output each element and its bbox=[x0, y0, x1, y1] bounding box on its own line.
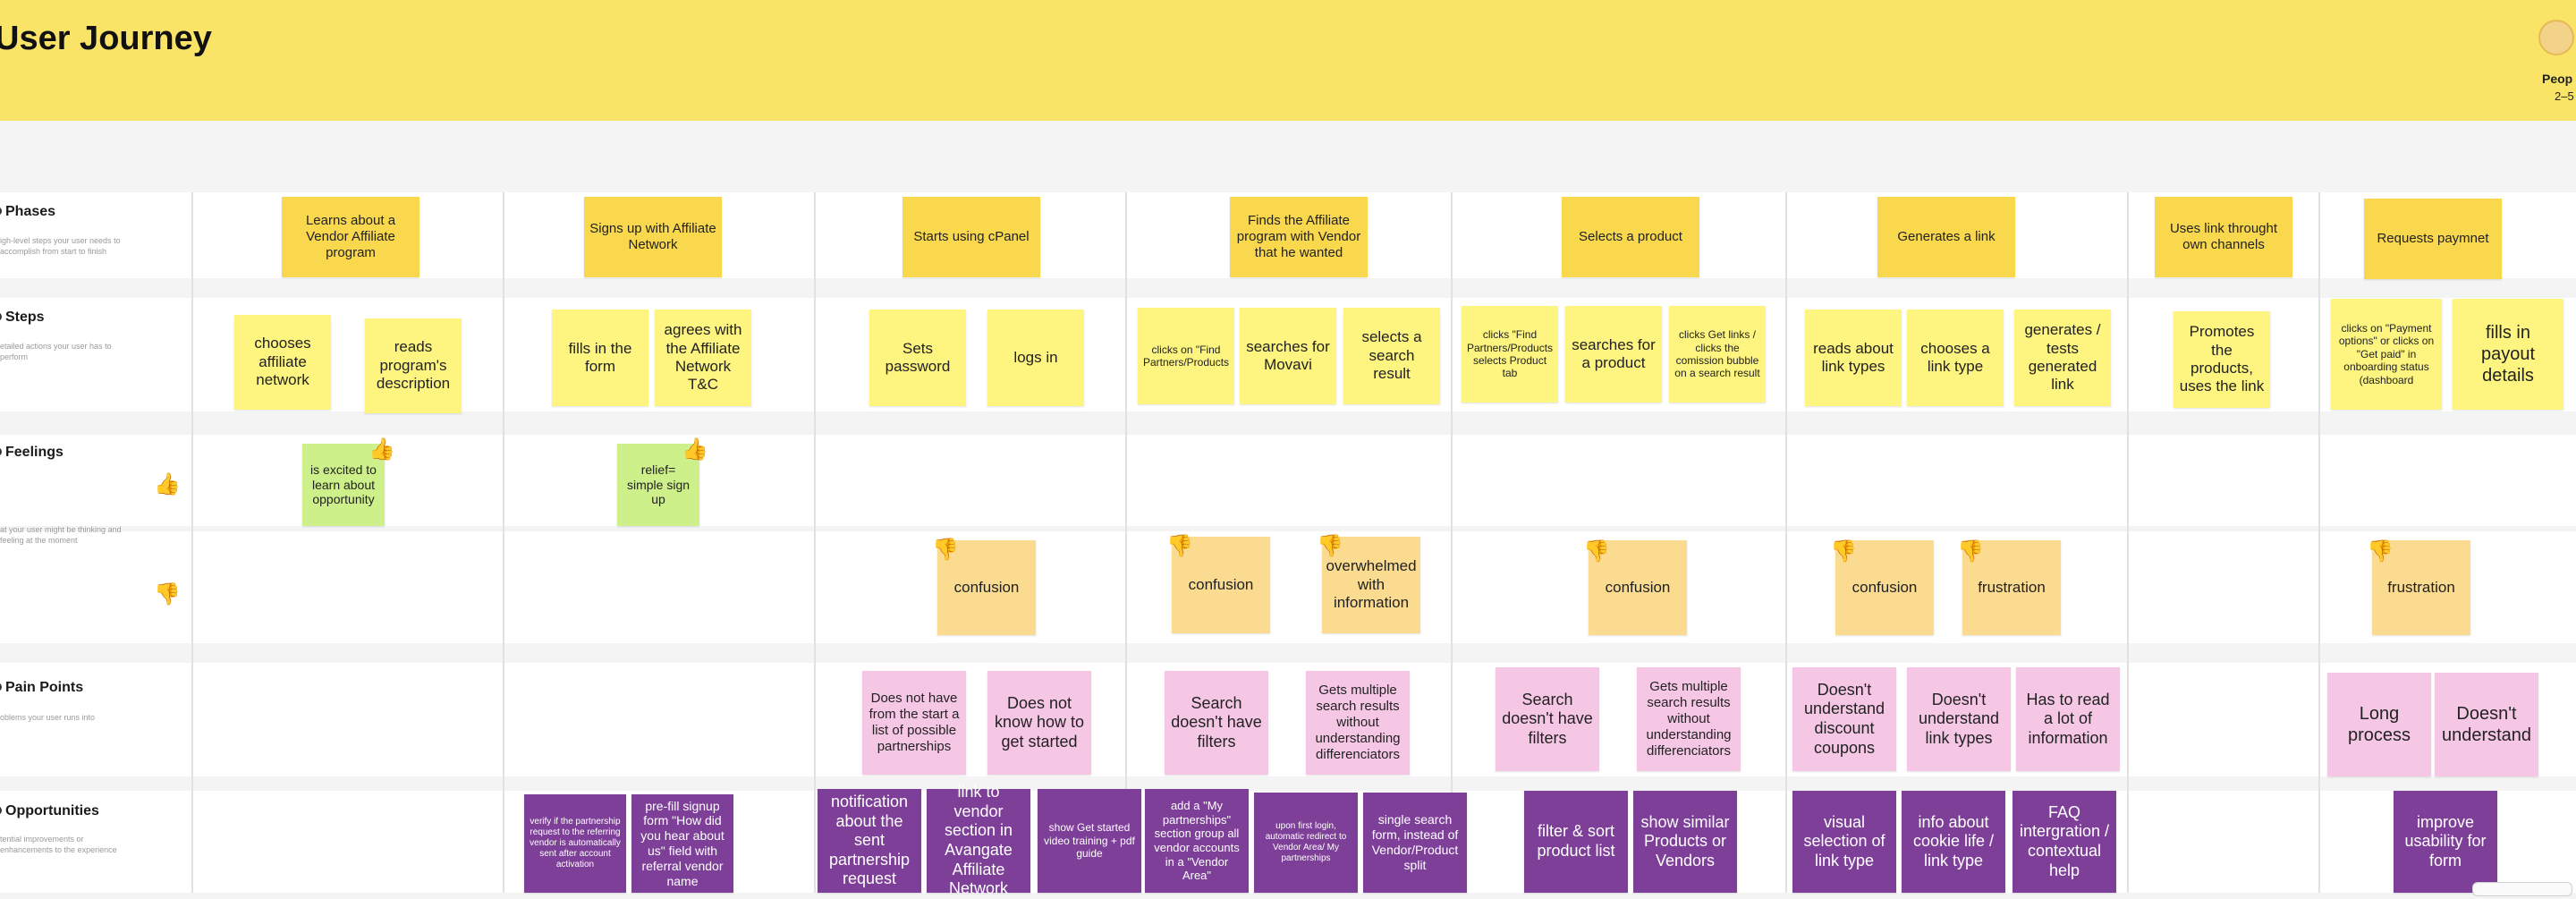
pain-points-label: Pain Points bbox=[0, 680, 84, 695]
column-divider bbox=[814, 192, 816, 893]
opportunity-sticky[interactable]: visual selection of link type bbox=[1792, 791, 1896, 893]
opportunity-sticky[interactable]: info about cookie life / link type bbox=[1902, 791, 2005, 893]
minimap-control[interactable] bbox=[2472, 882, 2572, 896]
phase-sticky[interactable]: Starts using cPanel bbox=[902, 197, 1040, 277]
step-sticky[interactable]: chooses affiliate network bbox=[234, 315, 331, 410]
thumbs-down-icon: 👎 bbox=[2367, 539, 2394, 564]
pain-point-sticky[interactable]: Does not know how to get started bbox=[987, 671, 1091, 775]
negative-feeling-sticky[interactable]: confusion bbox=[1835, 540, 1934, 635]
opportunity-sticky[interactable]: pre-fill signup form "How did you hear a… bbox=[631, 794, 733, 893]
step-sticky[interactable]: generates / tests generated link bbox=[2014, 310, 2111, 406]
feelings-label: Feelings bbox=[0, 445, 64, 460]
pain-points-lane bbox=[0, 663, 2576, 776]
negative-feeling-sticky[interactable]: confusion bbox=[937, 540, 1036, 635]
positive-feeling-sticky[interactable]: relief= simple sign up bbox=[617, 444, 699, 526]
step-sticky[interactable]: fills in the form bbox=[552, 310, 648, 406]
opportunity-sticky[interactable]: improve usability for form bbox=[2394, 791, 2497, 893]
board-title: User Journey bbox=[0, 20, 212, 57]
feelings-good-lane bbox=[0, 435, 2576, 526]
negative-feeling-sticky[interactable]: frustration bbox=[2372, 540, 2470, 635]
thumbs-up-icon: 👍 bbox=[369, 437, 395, 462]
step-sticky[interactable]: searches for a product bbox=[1565, 306, 1662, 403]
phase-sticky[interactable]: Signs up with Affiliate Network bbox=[584, 197, 722, 277]
pain-points-description: oblems your user runs into bbox=[0, 713, 96, 722]
column-divider bbox=[2127, 192, 2129, 893]
negative-feeling-sticky[interactable]: overwhelmed with information bbox=[1322, 537, 1420, 633]
steps-label: Steps bbox=[0, 310, 45, 325]
thumbs-down-icon: 👎 bbox=[1957, 539, 1984, 564]
step-sticky[interactable]: fills in payout details bbox=[2453, 299, 2563, 410]
step-sticky[interactable]: chooses a link type bbox=[1907, 310, 2004, 406]
phases-label: Phases bbox=[0, 204, 56, 219]
opportunity-sticky[interactable]: show similar Products or Vendors bbox=[1633, 791, 1737, 893]
thumbs-down-icon: 👎 bbox=[1166, 534, 1193, 558]
step-sticky[interactable]: agrees with the Affiliate Network T&C bbox=[655, 310, 751, 406]
pain-point-sticky[interactable]: Search doesn't have filters bbox=[1165, 671, 1268, 775]
step-sticky[interactable]: Promotes the products, uses the link bbox=[2174, 311, 2270, 408]
phase-sticky[interactable]: Selects a product bbox=[1562, 197, 1699, 277]
feelings-bad-lane bbox=[0, 531, 2576, 643]
opportunity-sticky[interactable]: FAQ intergration / contextual help bbox=[2012, 791, 2116, 893]
column-divider bbox=[1785, 192, 1787, 893]
column-divider bbox=[1125, 192, 1127, 893]
opportunity-sticky[interactable]: notification about the sent partnership … bbox=[818, 789, 921, 893]
opportunities-description: tential improvements or enhancements to … bbox=[0, 835, 117, 854]
phase-sticky[interactable]: Finds the Affiliate program with Vendor … bbox=[1230, 197, 1368, 277]
pain-point-sticky[interactable]: Gets multiple search results without und… bbox=[1306, 671, 1410, 775]
opportunity-sticky[interactable]: add a "My partnerships" section group al… bbox=[1145, 789, 1249, 893]
phase-sticky[interactable]: Requests paymnet bbox=[2364, 199, 2502, 279]
pain-point-sticky[interactable]: Doesn't understand bbox=[2435, 673, 2538, 776]
step-sticky[interactable]: searches for Movavi bbox=[1240, 308, 1336, 404]
pain-point-sticky[interactable]: Doesn't understand link types bbox=[1907, 667, 2011, 771]
step-sticky[interactable]: logs in bbox=[987, 310, 1084, 406]
step-sticky[interactable]: clicks on "Find Partners/Products bbox=[1138, 308, 1234, 404]
negative-feeling-sticky[interactable]: confusion bbox=[1172, 537, 1270, 633]
opportunity-sticky[interactable]: filter & sort product list bbox=[1524, 791, 1628, 893]
column-divider bbox=[1451, 192, 1453, 893]
negative-feeling-sticky[interactable]: confusion bbox=[1589, 540, 1687, 635]
feelings-description: at your user might be thinking and feeli… bbox=[0, 525, 122, 545]
opportunity-sticky[interactable]: show Get started video training + pdf gu… bbox=[1038, 789, 1141, 893]
pain-point-sticky[interactable]: Gets multiple search results without und… bbox=[1637, 667, 1741, 771]
thumbs-down-icon: 👎 bbox=[1830, 539, 1857, 564]
thumbs-up-icon: 👍 bbox=[154, 472, 181, 496]
thumbs-down-icon: 👎 bbox=[1317, 534, 1343, 558]
column-divider bbox=[2318, 192, 2320, 893]
people-label: Peop bbox=[2542, 72, 2573, 86]
opportunities-label: Opportunities bbox=[0, 803, 99, 818]
thumbs-down-icon: 👎 bbox=[932, 538, 959, 562]
pain-point-sticky[interactable]: Has to read a lot of information bbox=[2016, 667, 2120, 771]
pain-point-sticky[interactable]: Long process bbox=[2327, 673, 2431, 776]
pain-point-sticky[interactable]: Doesn't understand discount coupons bbox=[1792, 667, 1896, 771]
person-avatar-icon[interactable] bbox=[2538, 20, 2574, 55]
opportunity-sticky[interactable]: upon first login, automatic redirect to … bbox=[1254, 793, 1358, 893]
step-sticky[interactable]: clicks Get links / clicks the comission … bbox=[1669, 306, 1766, 403]
step-sticky[interactable]: clicks on "Payment options" or clicks on… bbox=[2331, 299, 2442, 410]
opportunity-sticky[interactable]: link to vendor section in Avangate Affil… bbox=[927, 783, 1030, 897]
opportunity-sticky[interactable]: single search form, instead of Vendor/Pr… bbox=[1363, 793, 1467, 893]
phase-sticky[interactable]: Uses link throught own channels bbox=[2155, 197, 2292, 277]
step-sticky[interactable]: selects a search result bbox=[1343, 308, 1440, 404]
negative-feeling-sticky[interactable]: frustration bbox=[1962, 540, 2061, 635]
column-divider bbox=[191, 192, 193, 893]
phases-description: igh-level steps your user needs to accom… bbox=[0, 236, 121, 256]
opportunity-sticky[interactable]: verify if the partnership request to the… bbox=[524, 794, 626, 893]
phase-sticky[interactable]: Learns about a Vendor Affiliate program bbox=[282, 197, 419, 277]
step-sticky[interactable]: reads about link types bbox=[1805, 310, 1902, 406]
thumbs-down-icon: 👎 bbox=[1583, 539, 1610, 564]
thumbs-up-icon: 👍 bbox=[682, 437, 708, 462]
people-count: 2–5 bbox=[2555, 89, 2574, 103]
header-bar bbox=[0, 0, 2576, 121]
phase-sticky[interactable]: Generates a link bbox=[1877, 197, 2015, 277]
step-sticky[interactable]: reads program's description bbox=[365, 318, 462, 413]
thumbs-down-icon: 👎 bbox=[154, 582, 181, 606]
step-sticky[interactable]: Sets password bbox=[869, 310, 966, 406]
pain-point-sticky[interactable]: Does not have from the start a list of p… bbox=[862, 671, 966, 775]
step-sticky[interactable]: clicks "Find Partners/Products selects P… bbox=[1462, 306, 1558, 403]
steps-description: etailed actions your user has to perform bbox=[0, 342, 112, 361]
pain-point-sticky[interactable]: Search doesn't have filters bbox=[1496, 667, 1599, 771]
column-divider bbox=[503, 192, 504, 893]
positive-feeling-sticky[interactable]: is excited to learn about opportunity bbox=[302, 444, 385, 526]
